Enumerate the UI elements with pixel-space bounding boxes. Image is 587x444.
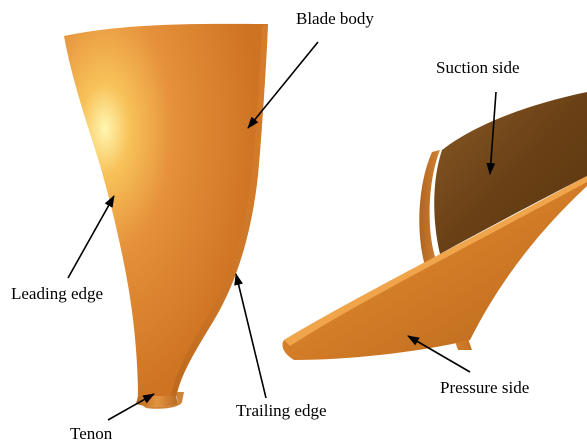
arrow-leading-edge xyxy=(68,196,114,278)
pressure-side-label: Pressure side xyxy=(440,378,529,398)
arrow-trailing-edge xyxy=(236,274,266,398)
suction-side-label: Suction side xyxy=(436,58,520,78)
right-blade xyxy=(282,92,587,360)
blade-body-surface xyxy=(64,24,268,398)
blade-body-label: Blade body xyxy=(296,9,374,29)
leading-edge-label: Leading edge xyxy=(11,284,103,304)
tenon-label: Tenon xyxy=(70,424,112,444)
left-blade xyxy=(64,24,268,409)
trailing-edge-label: Trailing edge xyxy=(236,401,327,421)
